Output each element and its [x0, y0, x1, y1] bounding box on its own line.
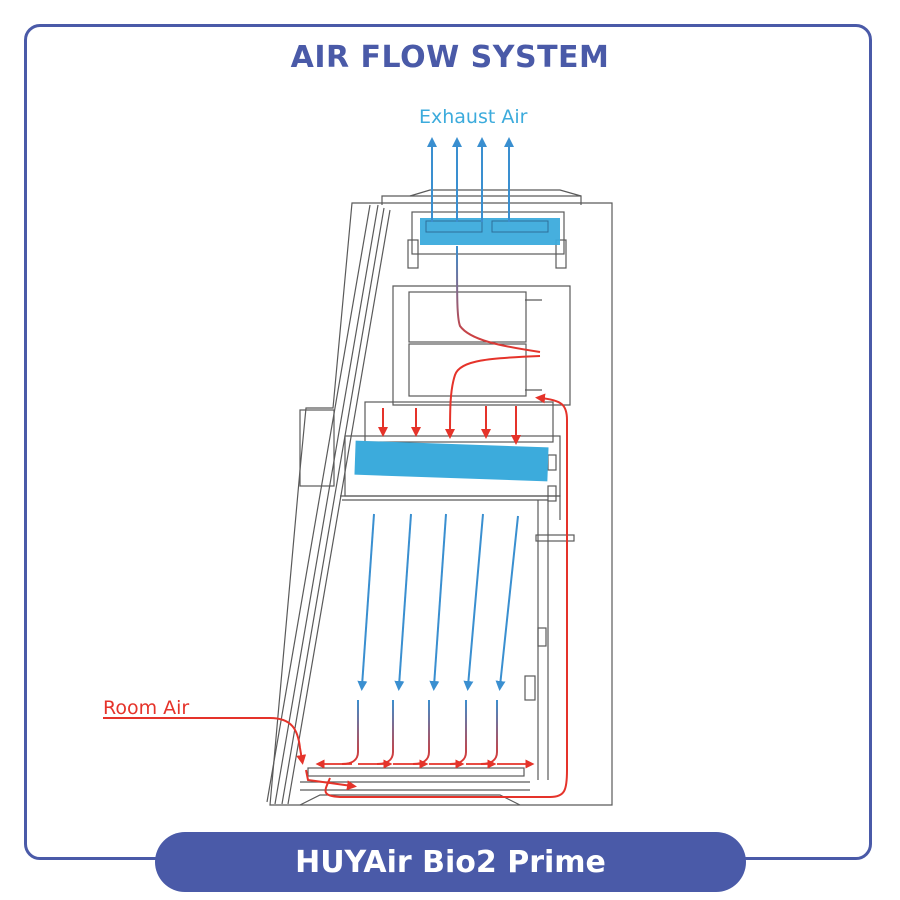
- exhaust-feed-lines: [431, 245, 541, 353]
- exhaust-arrows: [427, 137, 514, 222]
- product-banner: HUYAir Bio2 Prime: [155, 832, 746, 892]
- product-name: HUYAir Bio2 Prime: [295, 844, 606, 880]
- downflow-filter: [354, 440, 549, 482]
- page-title: AIR FLOW SYSTEM: [290, 40, 610, 75]
- exhaust-air-label: Exhaust Air: [419, 106, 528, 128]
- grille-intake-lines: [341, 700, 498, 765]
- room-air-label: Room Air: [103, 697, 190, 719]
- cabinet-outline: [266, 189, 613, 806]
- recirculation-arrows: [103, 355, 568, 798]
- downflow-arrows: [357, 513, 519, 691]
